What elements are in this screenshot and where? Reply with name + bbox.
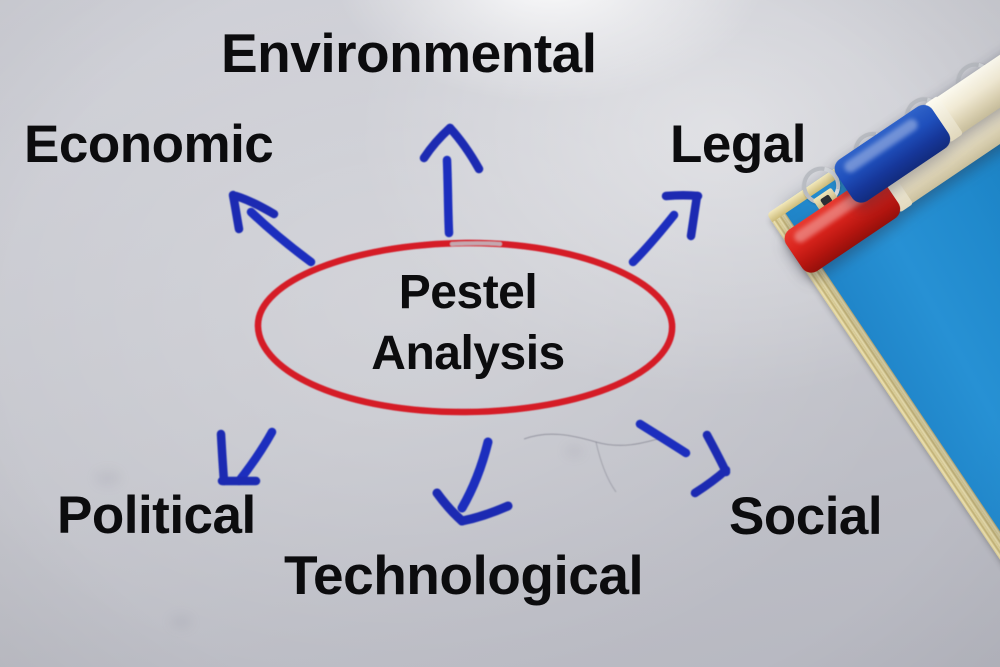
spiral-ring-tab (915, 118, 943, 144)
label-technological: Technological (284, 544, 644, 606)
red-marker-body (881, 87, 1000, 208)
arrow-to-technological-icon (432, 437, 513, 526)
label-social: Social (729, 487, 883, 546)
spiral-ring-tab (864, 152, 892, 179)
arrow-to-political-icon (216, 427, 277, 486)
red-marker-collar (874, 165, 914, 213)
center-title-line-1: Pestel (398, 266, 538, 319)
center-title-line-2: Analysis (371, 327, 565, 381)
red-marker (780, 87, 1000, 277)
label-political: Political (57, 486, 256, 545)
blue-marker-collar (924, 95, 964, 143)
surface-smudge (95, 470, 121, 486)
desk-objects (766, 17, 1000, 667)
arrow-to-environmental-icon (419, 123, 484, 238)
spiral-ring (949, 55, 1000, 109)
arrow-to-social-icon (635, 419, 731, 498)
surface-smudge (565, 445, 583, 457)
spiral-ring (846, 124, 899, 178)
label-economic: Economic (24, 115, 274, 174)
spiral-ring-tab (812, 187, 840, 214)
label-legal: Legal (670, 115, 806, 174)
blue-marker (830, 17, 1000, 207)
arrow-to-legal-icon (628, 191, 703, 267)
spiral-ring (897, 89, 951, 143)
center-title: Pestel Analysis (300, 262, 636, 385)
blue-marker-cap (830, 100, 955, 207)
arrow-to-economic-icon (228, 190, 316, 267)
surface-smudge (170, 615, 192, 629)
red-marker-cap (780, 170, 905, 277)
spiral-notebook (766, 21, 1000, 569)
notebook-cover (780, 37, 1000, 562)
blue-marker-body (931, 17, 1000, 138)
label-environmental: Environmental (221, 22, 597, 84)
hair-scratch-line (523, 433, 665, 493)
